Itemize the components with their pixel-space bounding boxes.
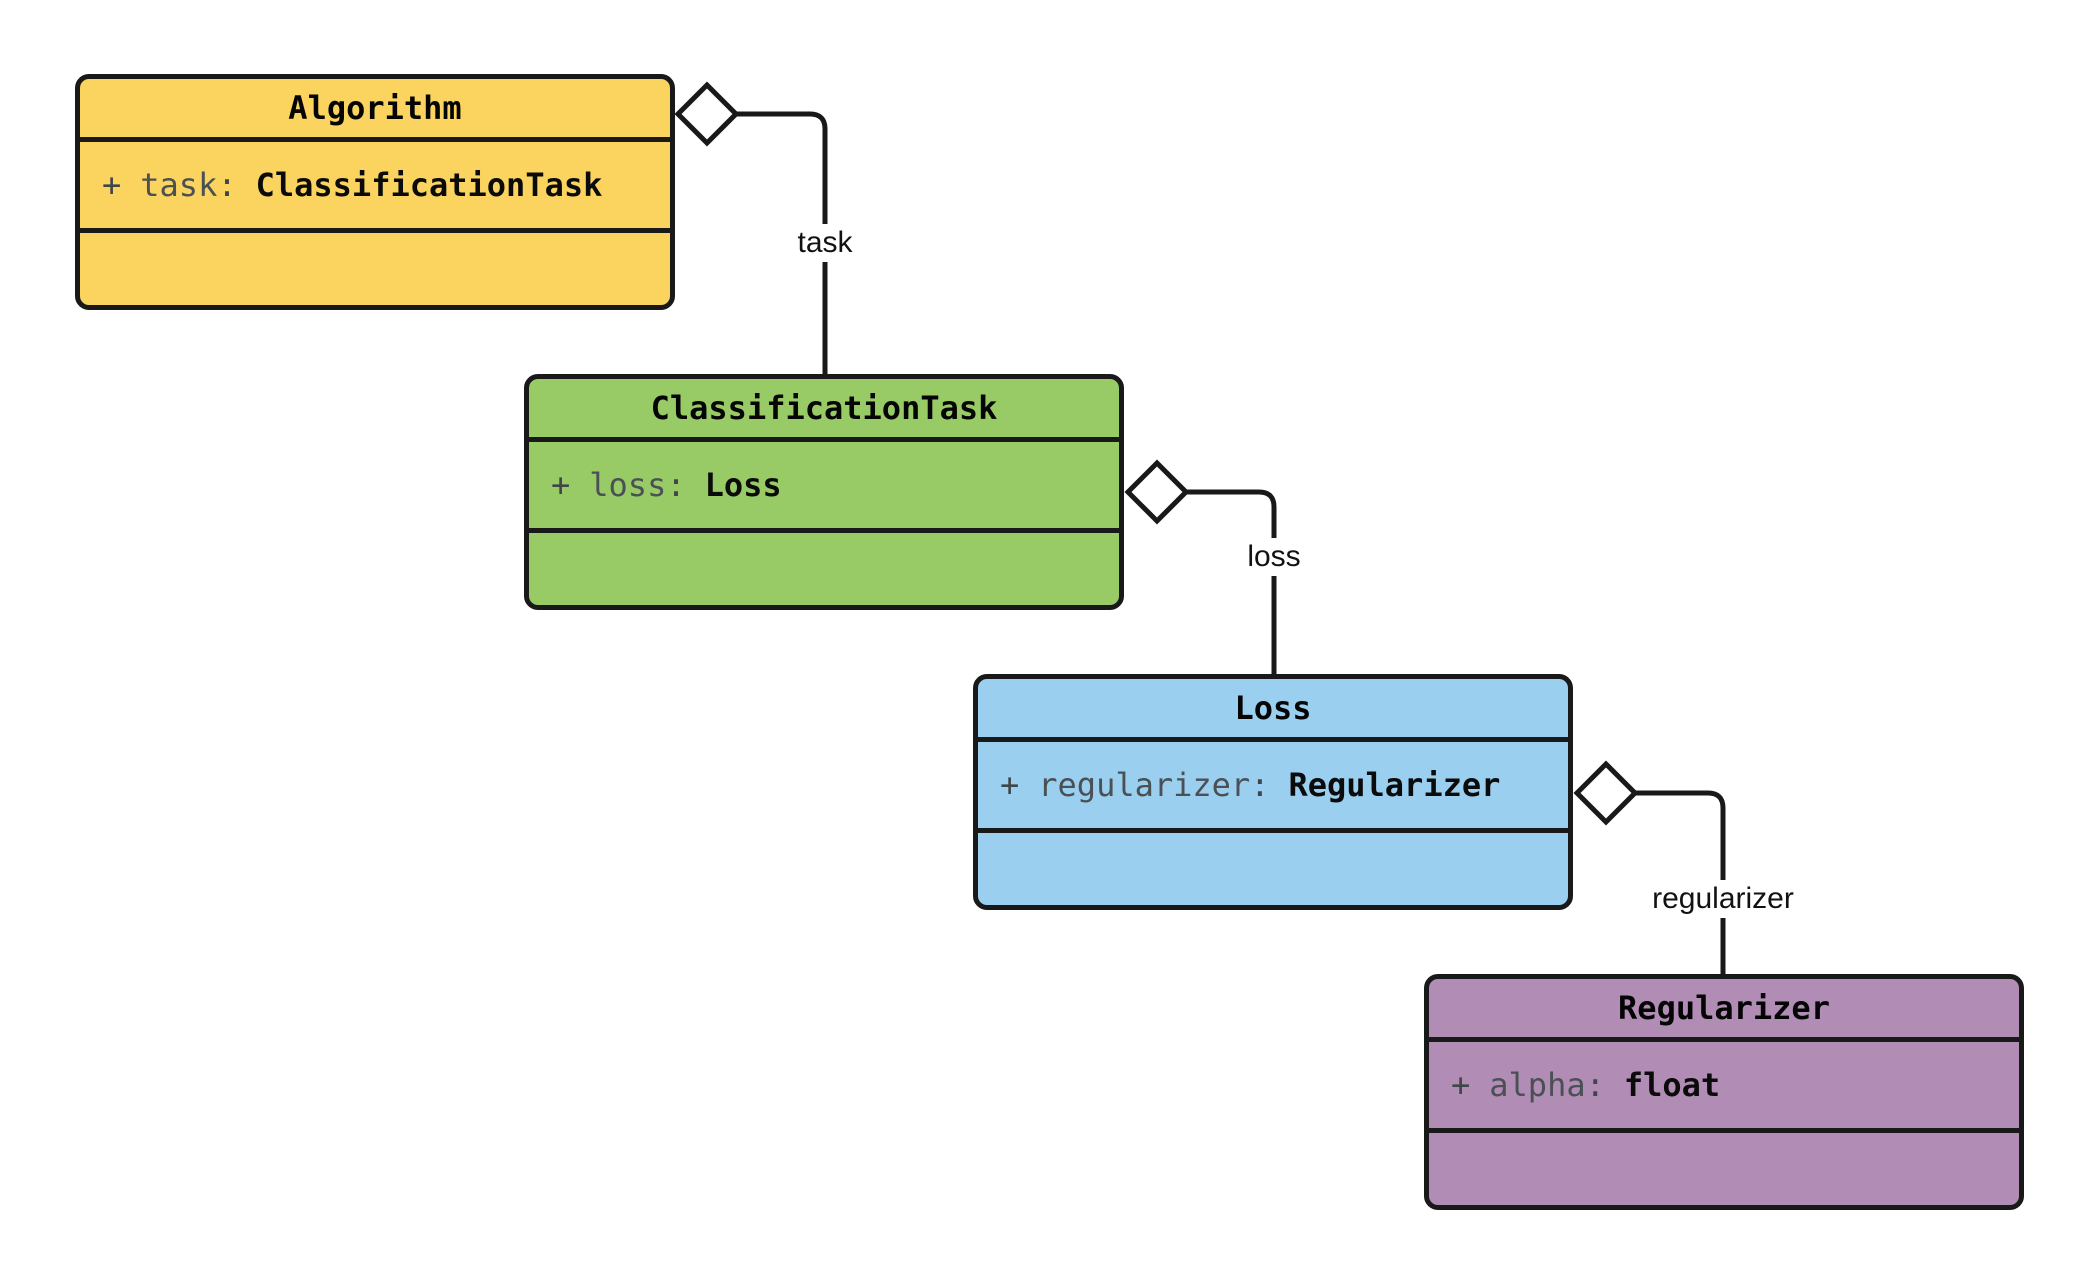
visibility-symbol: +: [102, 166, 122, 204]
relation-label-loss: loss: [1239, 538, 1309, 576]
class-methods-compartment: [978, 828, 1568, 905]
relation-label-regularizer: regularizer: [1644, 880, 1802, 918]
class-loss: Loss + regularizer: Regularizer: [973, 674, 1573, 910]
attribute-separator: :: [217, 166, 237, 204]
attribute-type: ClassificationTask: [255, 166, 603, 204]
class-title: ClassificationTask: [650, 389, 998, 427]
class-title: Loss: [1234, 689, 1312, 727]
attribute-name: regularizer: [1038, 766, 1251, 804]
class-attribute: + loss: Loss: [529, 437, 1119, 528]
relation-label-task: task: [789, 224, 861, 262]
attribute-name: task: [140, 166, 218, 204]
loss-connector-line: [1186, 489, 1277, 676]
class-algorithm: Algorithm + task: ClassificationTask: [75, 74, 675, 310]
attribute-type: Regularizer: [1288, 766, 1501, 804]
class-title: Regularizer: [1618, 989, 1830, 1027]
visibility-symbol: +: [551, 466, 571, 504]
aggregation-diamond-icon: [1573, 760, 1639, 826]
class-methods-compartment: [80, 228, 670, 305]
class-methods-compartment: [1429, 1128, 2019, 1205]
class-attribute: + alpha: float: [1429, 1037, 2019, 1128]
class-regularizer: Regularizer + alpha: float: [1424, 974, 2024, 1210]
attribute-separator: :: [1250, 766, 1270, 804]
attribute-name: loss: [589, 466, 667, 504]
class-title: Algorithm: [288, 89, 462, 127]
attribute-type: Loss: [704, 466, 782, 504]
aggregation-diamond-icon: [674, 81, 740, 147]
attribute-name: alpha: [1489, 1066, 1586, 1104]
attribute-type: float: [1623, 1066, 1721, 1104]
aggregation-diamond-icon: [1124, 459, 1190, 525]
attribute-separator: :: [666, 466, 686, 504]
visibility-symbol: +: [1451, 1066, 1471, 1104]
class-attribute: + regularizer: Regularizer: [978, 737, 1568, 828]
class-attribute: + task: ClassificationTask: [80, 137, 670, 228]
class-classificationtask: ClassificationTask + loss: Loss: [524, 374, 1124, 610]
attribute-separator: :: [1585, 1066, 1605, 1104]
class-methods-compartment: [529, 528, 1119, 605]
visibility-symbol: +: [1000, 766, 1020, 804]
